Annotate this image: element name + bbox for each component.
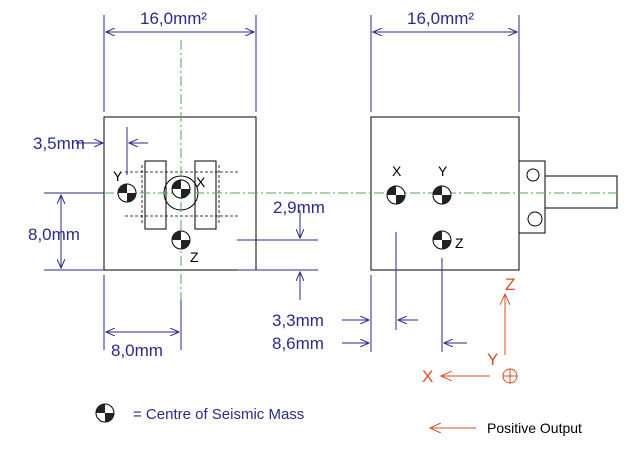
dim-3-5: 3,5mm	[33, 127, 148, 175]
mass-symbol-left-z	[171, 230, 191, 250]
axis-z-label: Z	[505, 275, 515, 294]
mass-symbol-left-x	[171, 179, 191, 199]
legend-centre-of-mass: = Centre of Seismic Mass	[133, 406, 304, 423]
label-left-x: X	[196, 174, 206, 190]
dim-2-9: 2,9mm	[237, 198, 325, 300]
dim-8-6-label: 8,6mm	[272, 334, 324, 353]
dim-3-5-label: 3,5mm	[33, 134, 85, 153]
dim-3-3-8-6: 3,3mm 8,6mm	[272, 232, 467, 353]
dim-top-right: 16,0mm²	[370, 9, 520, 112]
dim-top-left-label: 16,0mm²	[140, 9, 207, 28]
mass-symbol-left-y	[117, 183, 137, 203]
axis-triad: Z X Y	[422, 275, 518, 386]
label-right-x: X	[392, 163, 402, 179]
label-right-y: Y	[438, 163, 448, 179]
axis-x-label: X	[422, 367, 433, 386]
label-left-z: Z	[190, 249, 199, 265]
dim-3-3-label: 3,3mm	[272, 311, 324, 330]
legend-mass-icon	[95, 403, 115, 423]
mass-symbol-right-y	[432, 185, 452, 205]
mass-symbol-right-z	[432, 230, 452, 250]
label-left-y: Y	[113, 168, 123, 184]
dim-8-0-horizontal-label: 8,0mm	[111, 341, 163, 360]
legend-positive-output: Positive Output	[487, 420, 582, 436]
label-right-z: Z	[455, 235, 464, 251]
dim-top-left: 16,0mm²	[103, 9, 257, 112]
mass-symbol-right-x	[386, 185, 406, 205]
mass-symbols	[117, 179, 452, 250]
dim-2-9-label: 2,9mm	[273, 198, 325, 217]
dim-8-0-vertical: 8,0mm	[28, 192, 104, 271]
legend: = Centre of Seismic Mass Positive Output	[95, 403, 582, 436]
dim-8-0-horizontal: 8,0mm	[103, 275, 182, 360]
axis-y-label: Y	[487, 350, 498, 369]
dim-8-0-vertical-label: 8,0mm	[28, 225, 80, 244]
dim-top-right-label: 16,0mm²	[407, 9, 474, 28]
